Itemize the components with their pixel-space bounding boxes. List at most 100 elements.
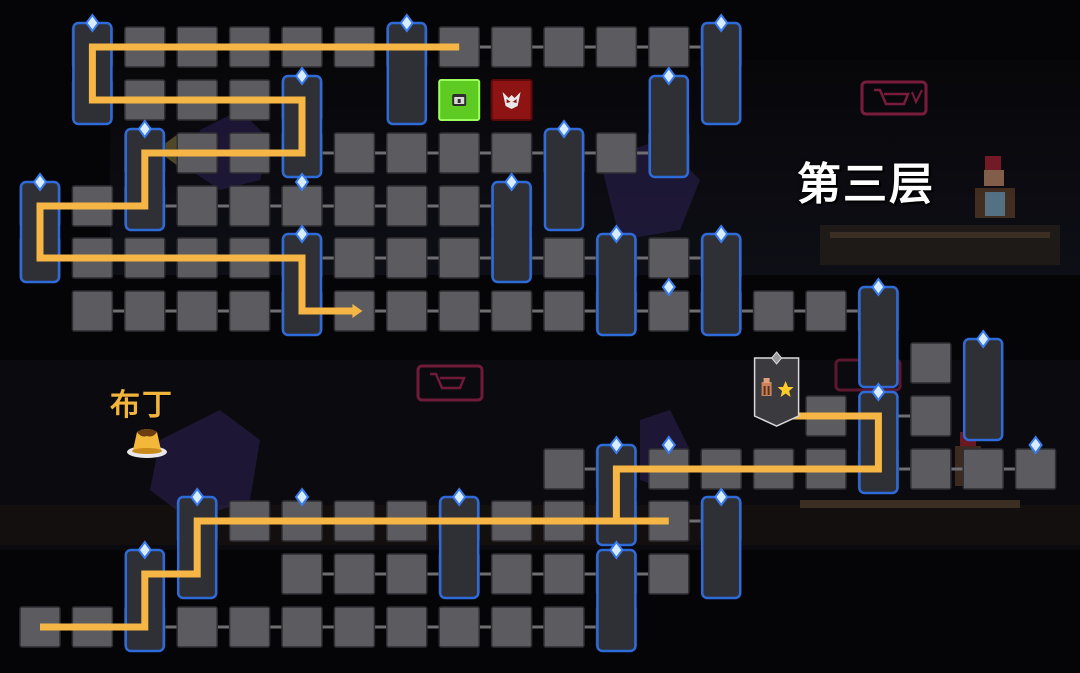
map-room[interactable] <box>648 26 690 68</box>
gem-icon <box>189 487 205 507</box>
map-room[interactable] <box>124 290 166 332</box>
map-room[interactable] <box>805 290 847 332</box>
gem-icon <box>451 487 467 507</box>
map-room[interactable] <box>543 606 585 648</box>
map-room[interactable] <box>386 290 428 332</box>
gem-icon <box>32 172 48 192</box>
player-routes <box>36 43 882 631</box>
chest-icon <box>452 94 467 106</box>
elevator-pillar[interactable] <box>386 21 428 126</box>
map-room[interactable] <box>543 448 585 490</box>
map-room[interactable] <box>543 26 585 68</box>
gem-icon <box>871 277 886 297</box>
map-room[interactable] <box>438 237 480 279</box>
map-room[interactable] <box>438 606 480 648</box>
map-room[interactable] <box>176 290 218 332</box>
elevator-pillar[interactable] <box>491 180 532 284</box>
map-room[interactable] <box>176 606 218 648</box>
map-room[interactable] <box>910 448 952 490</box>
map-room[interactable] <box>386 132 428 174</box>
map-room[interactable] <box>228 606 271 648</box>
statue-icon <box>761 378 772 396</box>
floor-title: 第三层 <box>797 159 935 210</box>
elevator-pillar[interactable] <box>962 337 1004 442</box>
pudding-label: 布丁 <box>110 388 174 423</box>
map-room[interactable] <box>648 290 690 332</box>
gem-icon <box>137 119 153 139</box>
gem-markers <box>32 13 1043 560</box>
map-room[interactable] <box>490 606 533 648</box>
special-rooms <box>438 79 533 121</box>
gem-icon <box>294 172 310 192</box>
map-room[interactable] <box>490 290 533 332</box>
map-room[interactable] <box>386 553 428 595</box>
map-room[interactable] <box>962 448 1004 490</box>
gem-icon <box>294 66 310 86</box>
elevator-pillar[interactable] <box>438 495 480 600</box>
map-room[interactable] <box>648 553 690 595</box>
map-room[interactable] <box>595 26 638 68</box>
gem-icon <box>294 487 310 507</box>
gem-icon <box>399 13 415 33</box>
map-room[interactable] <box>228 185 271 227</box>
gem-icon <box>713 13 729 33</box>
map-room[interactable] <box>281 185 323 227</box>
elevator-pillar[interactable] <box>858 285 899 389</box>
map-room[interactable] <box>333 185 376 227</box>
current-location-marker[interactable] <box>753 351 800 427</box>
gem-icon <box>661 66 677 86</box>
star-icon <box>777 381 794 397</box>
map-room[interactable] <box>333 132 376 174</box>
map-room[interactable] <box>752 290 795 332</box>
map-room[interactable] <box>438 132 480 174</box>
player-route <box>40 412 882 631</box>
elevator-pillar[interactable] <box>700 21 742 126</box>
map-room[interactable] <box>910 395 952 437</box>
map-room[interactable] <box>281 606 323 648</box>
map-room[interactable] <box>386 237 428 279</box>
map-room[interactable] <box>71 290 114 332</box>
pudding-icon[interactable] <box>125 420 169 460</box>
map-room[interactable] <box>333 553 376 595</box>
map-room[interactable] <box>281 553 323 595</box>
gem-icon <box>504 172 519 192</box>
map-room[interactable] <box>438 185 480 227</box>
gem-icon <box>975 329 991 349</box>
player-route <box>36 43 460 315</box>
map-room[interactable] <box>490 553 533 595</box>
map-room[interactable] <box>386 185 428 227</box>
gem-icon <box>609 224 624 244</box>
map-room[interactable] <box>543 290 585 332</box>
gem-icon <box>713 224 729 244</box>
elevator-pillar[interactable] <box>596 548 637 653</box>
map-room[interactable] <box>1014 448 1057 490</box>
gem-icon <box>713 487 729 507</box>
map-room[interactable] <box>438 290 480 332</box>
elevator-pillar[interactable] <box>596 232 637 337</box>
map-room[interactable] <box>595 132 638 174</box>
map-room[interactable] <box>228 290 271 332</box>
room-cells <box>19 26 1057 648</box>
map-room[interactable] <box>333 237 376 279</box>
map-pin-icon[interactable] <box>753 357 800 427</box>
gem-icon <box>871 382 886 402</box>
elevator-pillar[interactable] <box>700 495 742 600</box>
map-room[interactable] <box>333 606 376 648</box>
gem-icon <box>609 435 624 455</box>
gem-icon <box>1028 435 1043 455</box>
map-room[interactable] <box>386 606 428 648</box>
map-room[interactable] <box>648 237 690 279</box>
elevator-pillar[interactable] <box>700 232 742 337</box>
map-room[interactable] <box>490 132 533 174</box>
map-room[interactable] <box>176 185 218 227</box>
elevator-pillar[interactable] <box>543 127 585 232</box>
demon-mask-icon <box>502 92 521 109</box>
elevator-pillar[interactable] <box>648 74 690 179</box>
map-room[interactable] <box>543 237 585 279</box>
gem-icon <box>85 13 100 33</box>
map-room[interactable] <box>543 553 585 595</box>
map-room[interactable] <box>910 342 952 384</box>
map-room[interactable] <box>490 26 533 68</box>
